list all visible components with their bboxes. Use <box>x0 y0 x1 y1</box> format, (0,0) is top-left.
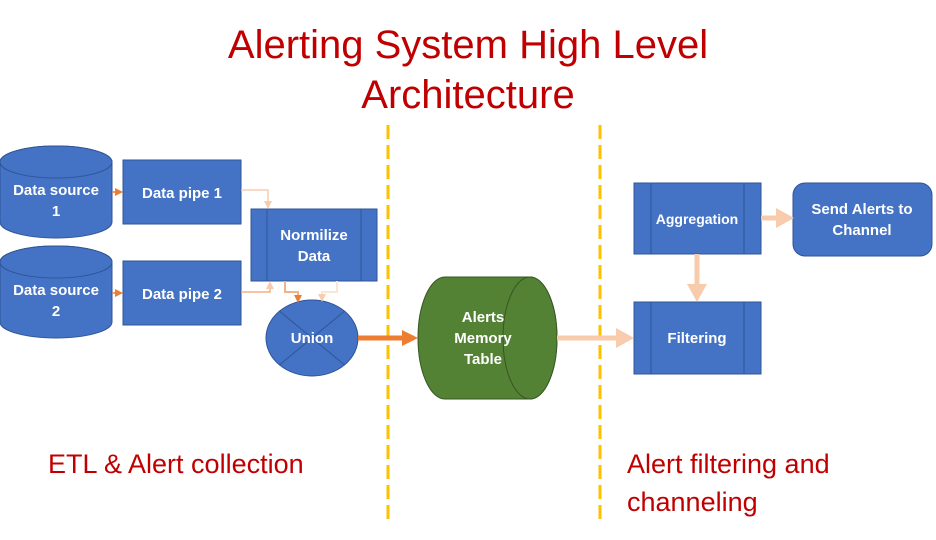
data-pipe-1-label: Data pipe 1 <box>142 185 222 202</box>
edge-normalize-to-union-b <box>318 281 338 302</box>
edge-pipe1-to-normalize <box>241 189 272 209</box>
data-source-2-label-line1: Data source <box>13 282 99 299</box>
database-icon <box>0 245 113 279</box>
normalize-label-line1: Normilize <box>280 227 348 244</box>
section-label-filtering-line1: Alert filtering and <box>627 449 830 479</box>
section-label-filtering-line2: channeling <box>627 487 758 517</box>
memory-table-label-line2: Memory <box>454 330 512 347</box>
data-source-1-label-line1: Data source <box>13 182 99 199</box>
normalize-label-line2: Data <box>298 248 331 265</box>
union-node[interactable]: Union <box>265 299 359 377</box>
data-pipe-2-node[interactable]: Data pipe 2 <box>122 260 242 326</box>
database-icon <box>0 145 113 179</box>
title-line-1: Alerting System High Level <box>227 23 709 67</box>
aggregation-label: Aggregation <box>656 211 738 227</box>
send-alerts-label-line2: Channel <box>832 222 891 239</box>
edge-pipe2-to-normalize <box>241 281 274 293</box>
section-label-etl: ETL & Alert collection <box>48 449 304 479</box>
filtering-node[interactable]: Filtering <box>633 301 762 375</box>
edge-normalize-to-union-a <box>284 281 302 303</box>
send-alerts-node[interactable]: Send Alerts to Channel <box>792 182 933 257</box>
normalize-data-node[interactable]: Normilize Data <box>250 208 378 282</box>
data-source-2-label-line2: 2 <box>52 303 60 320</box>
data-source-1-node[interactable]: Data source 1 <box>0 145 113 239</box>
send-alerts-label-line1: Send Alerts to <box>811 201 912 218</box>
aggregation-node[interactable]: Aggregation <box>633 182 762 255</box>
data-pipe-1-node[interactable]: Data pipe 1 <box>122 159 242 225</box>
memory-table-label-line1: Alerts <box>462 309 505 326</box>
filtering-label: Filtering <box>667 330 726 347</box>
union-label: Union <box>291 330 334 347</box>
data-pipe-2-label: Data pipe 2 <box>142 286 222 303</box>
alerts-memory-table-node[interactable]: Alerts Memory Table <box>417 276 558 400</box>
data-source-2-node[interactable]: Data source 2 <box>0 245 113 339</box>
memory-table-label-line3: Table <box>464 351 502 368</box>
title-line-2: Architecture <box>361 73 575 117</box>
data-source-1-label-line2: 1 <box>52 203 60 220</box>
